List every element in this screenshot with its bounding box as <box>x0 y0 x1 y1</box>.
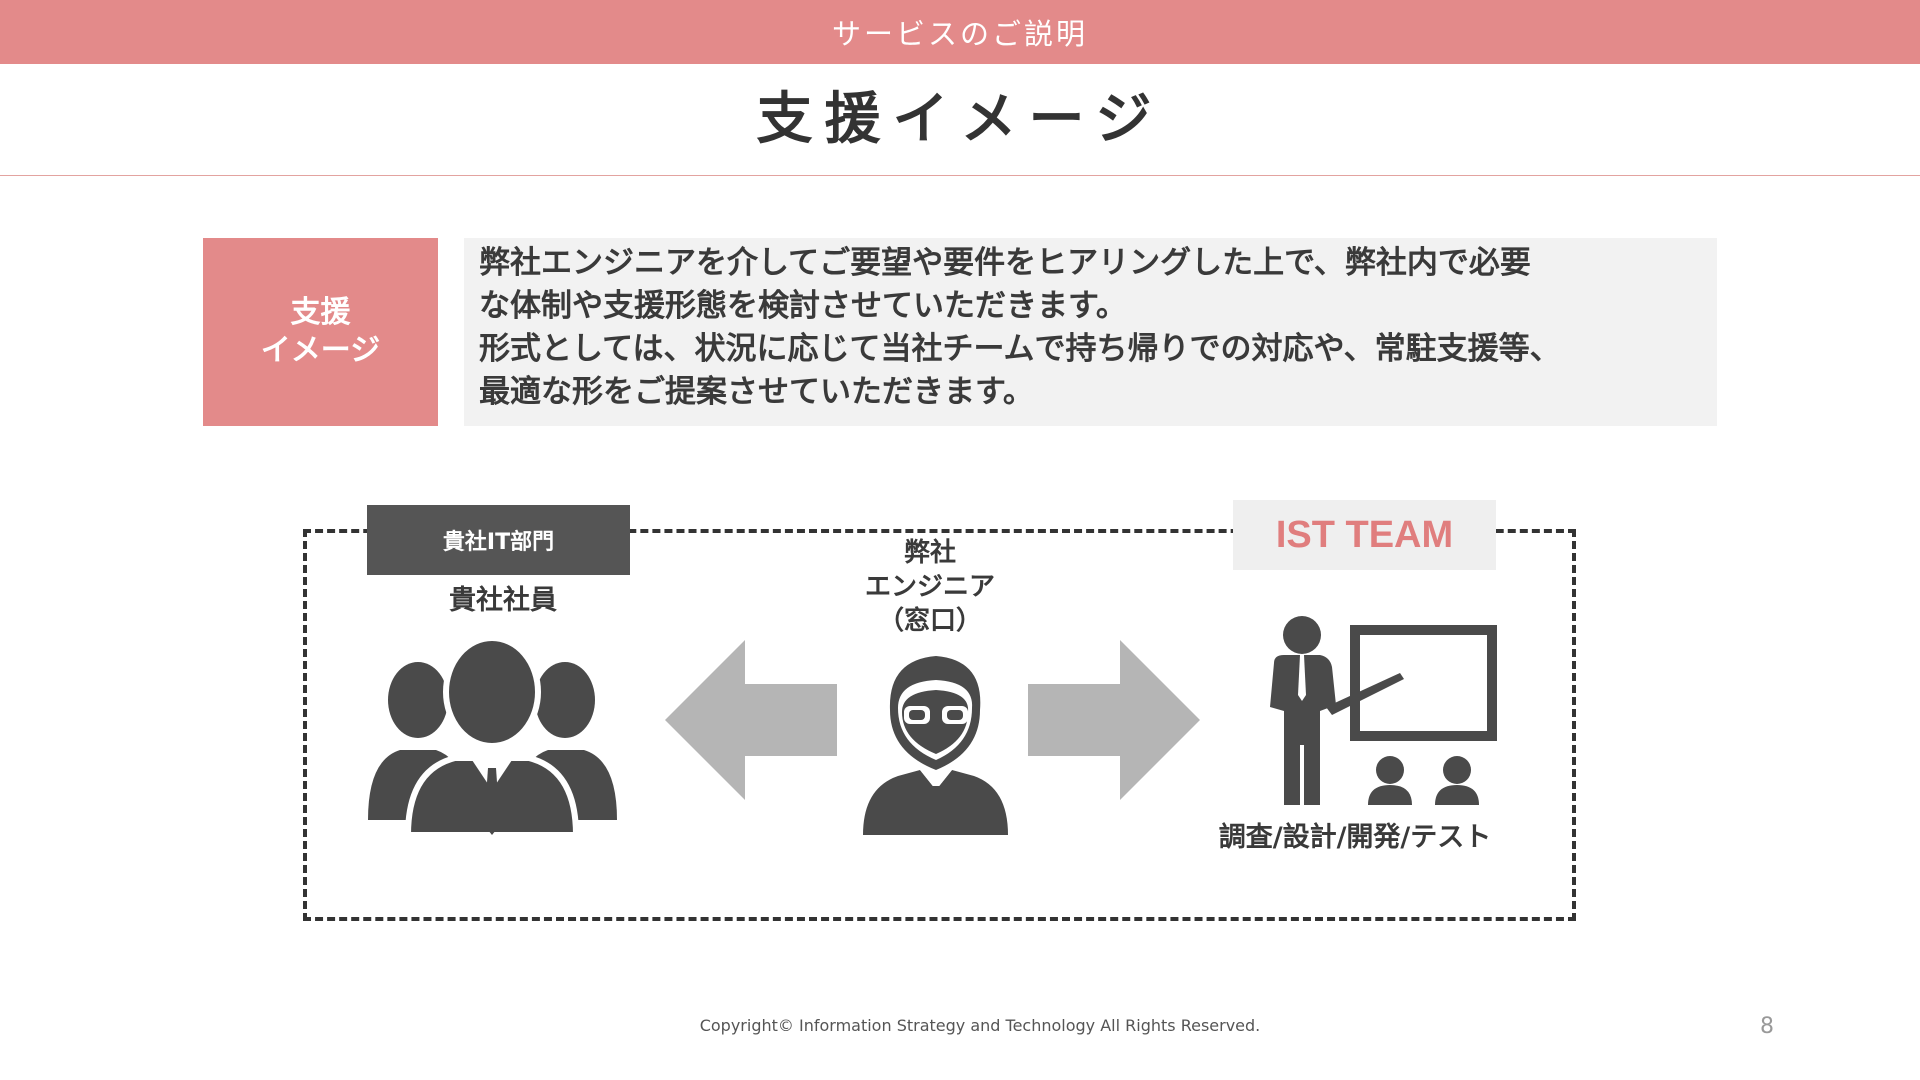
summary-line: な体制や支援形態を検討させていただきます。 <box>479 288 1127 324</box>
copyright-text: Copyright© Information Strategy and Tech… <box>699 1016 1261 1035</box>
page-title: 支援イメージ <box>756 87 1164 152</box>
summary-line: 弊社エンジニアを介してご要望や要件をヒアリングした上で、弊社内で必要 <box>479 245 1531 281</box>
engineer-caption: 弊社 エンジニア （窓口） <box>864 538 995 636</box>
arrow-right-icon <box>1028 640 1200 800</box>
engineer-glasses-icon <box>863 656 1008 835</box>
summary-line: 形式としては、状況に応じて当社チームで持ち帰りでの対応や、常駐支援等、 <box>479 331 1561 367</box>
team-label: IST TEAM <box>1233 500 1496 570</box>
arrow-left-icon <box>665 640 837 800</box>
presentation-board-icon <box>1270 616 1497 805</box>
summary-label: 支援 イメージ <box>203 238 438 426</box>
summary-description: 弊社エンジニアを介してご要望や要件をヒアリングした上で、弊社内で必要 な体制や支… <box>464 238 1717 426</box>
client-staff-caption: 貴社社員 <box>449 585 557 616</box>
section-header: サービスのご説明 <box>0 0 1920 64</box>
section-title: サービスのご説明 <box>831 17 1088 51</box>
people-group-icon <box>368 640 617 835</box>
summary-line: 最適な形をご提案させていただきます。 <box>479 374 1034 410</box>
support-scope-frame <box>303 529 1576 921</box>
title-divider <box>0 175 1920 176</box>
team-work-caption: 調査/設計/開発/テスト <box>1218 822 1492 853</box>
page-number: 8 <box>1760 1014 1774 1039</box>
client-dept-label: 貴社IT部門 <box>367 505 630 575</box>
